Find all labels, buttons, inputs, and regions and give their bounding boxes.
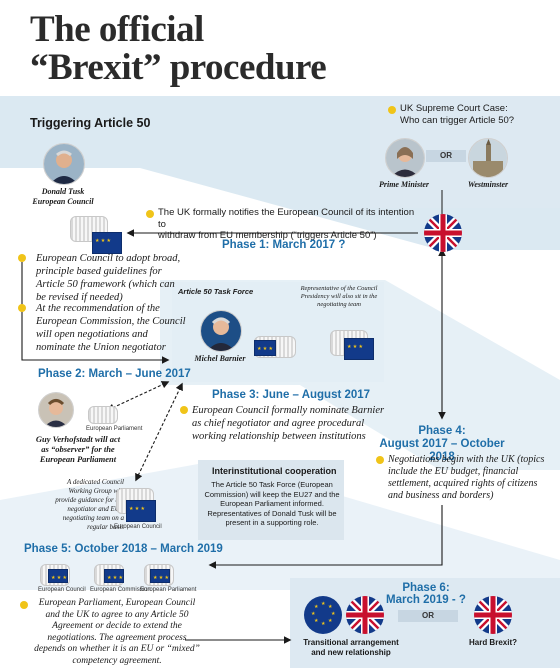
phase6-label: Phase 6: March 2019 - ?	[386, 582, 466, 606]
bullet-icon	[146, 210, 154, 218]
transitional-caption: Transitional arrangement and new relatio…	[303, 638, 399, 657]
tusk-caption: Donald Tusk European Council	[32, 187, 94, 206]
bullet-icon	[20, 601, 28, 609]
parliament-building-icon	[88, 406, 118, 424]
uk-flag-icon	[346, 596, 384, 634]
notify-text: The UK formally notifies the European Co…	[158, 207, 415, 241]
taskforce-rep-text: Representative of the Council Presidency…	[300, 285, 378, 308]
interinst-box	[198, 460, 344, 540]
bullet-icon	[388, 106, 396, 114]
commission-rec-text: At the recommendation of the European Co…	[36, 303, 186, 353]
eu-flag-icon	[126, 500, 156, 522]
phase4-label: Phase 4: August 2017 – October 2018	[379, 425, 505, 463]
phase3-label: Phase 3: June – August 2017	[212, 389, 371, 401]
svg-text:★: ★	[328, 618, 333, 624]
phase6-or-label: OR	[398, 610, 458, 622]
uk-flag-icon	[424, 214, 462, 252]
phase5-label-council: European Council	[38, 587, 86, 593]
person-icon	[386, 139, 424, 177]
phase3-text: European Council formally nominate Barni…	[192, 405, 385, 442]
phase1-label: Phase 1: March 2017 ?	[222, 239, 346, 251]
phase5-text: European Parliament, European Council an…	[34, 598, 200, 666]
svg-text:★: ★	[331, 611, 336, 617]
person-icon	[201, 311, 241, 351]
eu-flag-icon	[48, 569, 68, 583]
phase4-to-phase5	[208, 505, 443, 569]
eu-circle-flag-icon: ★★★★ ★★★★	[304, 596, 342, 634]
court-or-label: OR	[426, 150, 466, 162]
working-group-text: A dedicated Council Working Group will p…	[55, 478, 124, 531]
triggering-heading: Triggering Article 50	[30, 116, 151, 130]
bullet-icon	[180, 406, 188, 414]
westminster-caption: Westminster	[467, 180, 509, 189]
svg-text:★: ★	[328, 604, 333, 610]
tusk-avatar	[43, 143, 85, 185]
taskforce-heading: Article 50 Task Force	[178, 287, 254, 296]
working-group-council-label: European Council	[114, 524, 162, 530]
person-icon	[39, 393, 73, 427]
phase5-label-parliament: European Parliament	[140, 587, 197, 593]
interinst-heading: Interinstitutional cooperation	[212, 466, 337, 476]
phase5-label: Phase 5: October 2018 – March 2019	[24, 543, 223, 555]
working-group-link	[135, 382, 183, 482]
parliament-label: European Parliament	[86, 426, 143, 432]
svg-text:★: ★	[321, 601, 326, 607]
big-ben-icon	[469, 139, 507, 177]
prime-minister-avatar	[385, 138, 425, 178]
interinst-text: The Article 50 Task Force (European Comm…	[204, 480, 340, 527]
phase5-label-commission: European Commission	[90, 587, 151, 593]
westminster-avatar	[468, 138, 508, 178]
bullet-icon	[376, 456, 384, 464]
person-icon	[44, 144, 84, 184]
eu-flag-icon	[150, 569, 170, 583]
barnier-caption: Michel Barnier	[194, 354, 246, 363]
svg-text:★: ★	[314, 604, 319, 610]
phase4-text: Negotiations begin with the UK (topics i…	[388, 454, 545, 501]
eu-flag-icon	[104, 569, 124, 583]
court-case-text: UK Supreme Court Case: Who can trigger A…	[400, 103, 515, 126]
svg-text:★: ★	[314, 618, 319, 624]
bullet-icon	[18, 254, 26, 262]
barnier-avatar	[200, 310, 242, 352]
hard-brexit-caption: Hard Brexit?	[468, 638, 517, 647]
verhofstadt-avatar	[38, 392, 74, 428]
page-title-line1: The official	[30, 9, 204, 50]
bullet-icon	[18, 304, 26, 312]
svg-text:★: ★	[321, 621, 326, 627]
observer-link	[106, 381, 170, 411]
uk-flag-icon	[474, 596, 512, 634]
phase2-label: Phase 2: March – June 2017	[38, 368, 191, 380]
left-flow-line	[21, 262, 170, 364]
council-guidelines-text: European Council to adopt broad, princip…	[36, 253, 181, 303]
eu-flag-icon	[344, 338, 374, 360]
eu-flag-icon	[254, 340, 276, 356]
svg-text:★: ★	[311, 611, 316, 617]
pm-caption: Prime Minister	[378, 180, 429, 189]
verhofstadt-caption: Guy Verhofstadt will act as “observer” f…	[35, 434, 121, 464]
eu-flag-icon	[92, 232, 122, 254]
page-title-line2: “Brexit” procedure	[30, 47, 327, 88]
